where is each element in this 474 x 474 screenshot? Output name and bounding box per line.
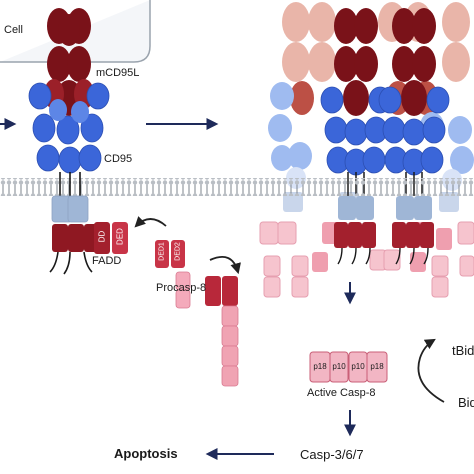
procasp8-label: Procasp-8 — [156, 282, 207, 294]
cycle-arrow-icon — [417, 338, 445, 403]
ded2-domain-label: DED2 — [174, 242, 182, 261]
ligand-label: mCD95L — [96, 67, 140, 79]
p18-label-left: p18 — [313, 362, 327, 371]
p18-label-right: p18 — [370, 362, 384, 371]
receptor-cluster-active — [320, 8, 450, 265]
tbid-label: tBid — [452, 343, 474, 358]
active-caspase-8 — [309, 351, 388, 383]
casp367-label: Casp-3/6/7 — [300, 447, 364, 462]
dd-domain-label: DD — [97, 230, 107, 243]
fadd-label: FADD — [92, 255, 122, 267]
p10-label-left: p10 — [332, 362, 346, 371]
ded1-domain-label: DED1 — [158, 242, 166, 261]
fadd-dd-domain — [94, 222, 110, 254]
curved-arrow-icon — [134, 216, 167, 228]
procaspase-8 — [155, 240, 191, 309]
ded-domain-label: DED — [115, 228, 125, 245]
apoptosis-label: Apoptosis — [114, 446, 178, 461]
procaspase-dimer — [205, 276, 239, 387]
ligand-receptor-complex — [28, 8, 128, 275]
p10-label-right: p10 — [351, 362, 365, 371]
curved-arrow-icon — [209, 256, 241, 275]
plasma-membrane — [0, 178, 474, 196]
receptor-label: CD95 — [104, 153, 133, 165]
bid-label: Bid — [458, 395, 474, 410]
cell-label: Cell — [4, 24, 23, 36]
fadd-ded-domain — [112, 222, 128, 254]
active-casp8-label: Active Casp-8 — [307, 387, 376, 399]
